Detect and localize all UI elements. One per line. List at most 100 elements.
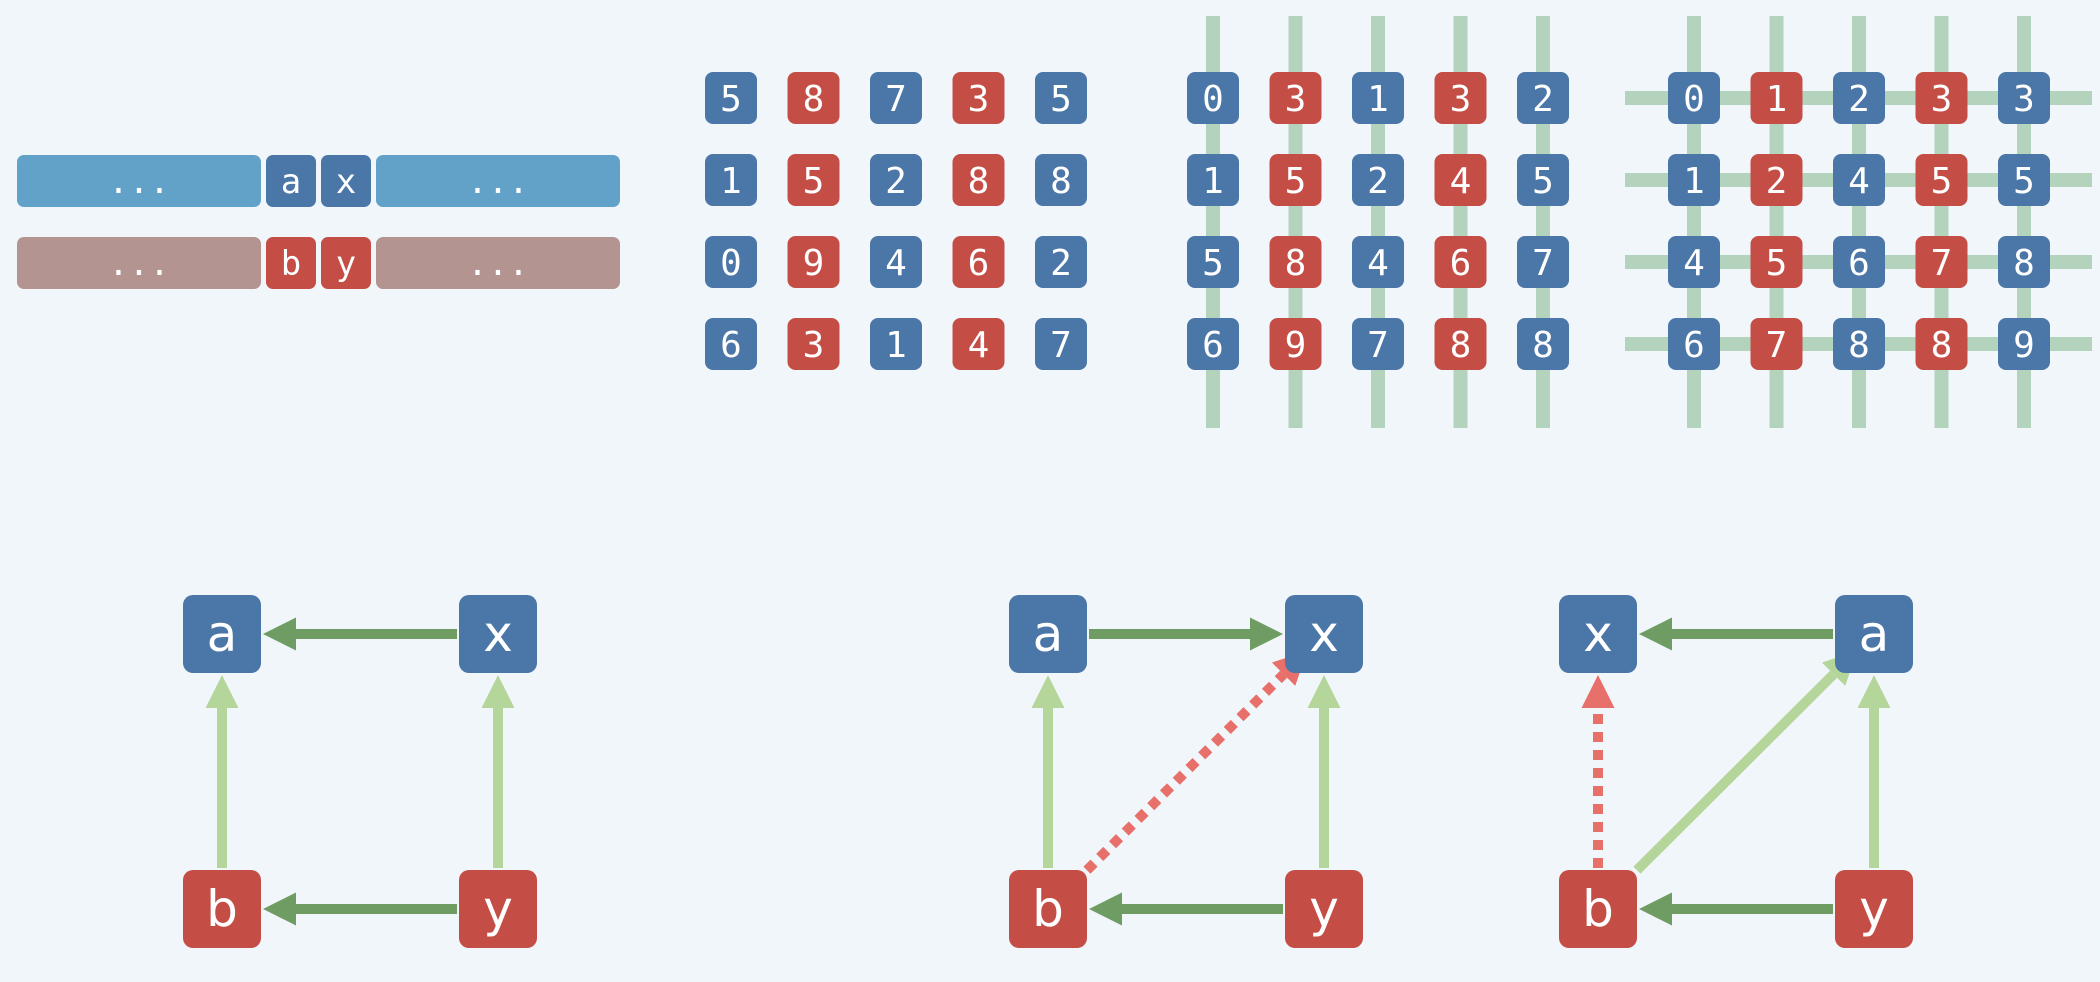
grid-cell: 2: [1035, 236, 1087, 288]
ellipsis-segment-left-box: [17, 155, 261, 207]
grid-cell: 5: [1998, 154, 2050, 206]
grid-cell-value: 1: [1202, 161, 1224, 202]
grid-cell-box: [1915, 72, 1968, 124]
grid-cell: 4: [952, 318, 1005, 370]
graph-node: a: [1835, 595, 1913, 673]
graph-node: b: [183, 870, 261, 948]
grid-cell: 8: [1035, 154, 1087, 206]
grid-cell-value: 7: [885, 79, 907, 120]
ellipsis-segment-right-box: [376, 237, 620, 289]
graph-node-label: b: [1032, 880, 1064, 938]
grid-cell-box: [1269, 236, 1322, 288]
grid-cell-value: 8: [1450, 325, 1472, 366]
grid-cell-box: [952, 236, 1005, 288]
grid-cell-box: [1668, 236, 1720, 288]
grid-cell-value: 9: [1285, 325, 1307, 366]
grid-cell-value: 0: [1683, 79, 1705, 120]
grid-cell-value: 7: [1367, 325, 1389, 366]
grid-cell: 9: [1998, 318, 2050, 370]
grid-cell: 3: [1269, 72, 1322, 124]
grid-cell-box: [1668, 154, 1720, 206]
bar-cell-box: [321, 155, 371, 207]
grid-cell-value: 4: [1683, 243, 1705, 284]
grid-cell-value: 7: [1050, 325, 1072, 366]
grid-cell: 2: [1750, 154, 1803, 206]
graph-node: y: [459, 870, 537, 948]
grid-cell: 2: [1833, 72, 1885, 124]
grid-cell: 3: [787, 318, 840, 370]
grid-cell-box: [1998, 318, 2050, 370]
grid-cell: 4: [1668, 236, 1720, 288]
grid-cell: 1: [705, 154, 757, 206]
graph-node: b: [1559, 870, 1637, 948]
grid-cell-box: [1668, 72, 1720, 124]
grid-cell: 4: [1434, 154, 1487, 206]
graph-node-label: a: [1859, 605, 1890, 663]
ellipsis-segment-left-label: ...: [108, 244, 169, 284]
grid-cell-box: [1035, 154, 1087, 206]
grid-cell-box: [1434, 236, 1487, 288]
grid-cell-box: [787, 72, 840, 124]
grid-cell-value: 7: [1931, 243, 1953, 284]
grid-cell-box: [952, 154, 1005, 206]
grid-cell-box: [705, 72, 757, 124]
grid-cell-value: 3: [2013, 79, 2035, 120]
grid-cell-box: [1750, 72, 1803, 124]
grid-cell-box: [787, 236, 840, 288]
grid-cell-value: 1: [885, 325, 907, 366]
grid-cell-box: [870, 154, 922, 206]
grid-cell: 8: [1915, 318, 1968, 370]
graph-node: y: [1285, 870, 1363, 948]
bar-cell-box: [321, 237, 371, 289]
grid-cell: 4: [870, 236, 922, 288]
ellipsis-segment-left-box: [17, 237, 261, 289]
grid-cell-value: 1: [1766, 79, 1788, 120]
graph-node-label: x: [483, 605, 513, 663]
bar-cell-label: b: [281, 244, 301, 284]
bar-cell-box: [266, 155, 316, 207]
grid-cell-box: [1035, 72, 1087, 124]
graph-node-label: a: [1033, 605, 1064, 663]
grid-cell-box: [1833, 154, 1885, 206]
grid-cell: 5: [1915, 154, 1968, 206]
graph-node-box: [183, 870, 261, 948]
graph-node-box: [183, 595, 261, 673]
grid-cell-box: [1915, 318, 1968, 370]
graph-node-label: y: [483, 880, 513, 938]
graph-node-box: [459, 870, 537, 948]
grid-cell: 7: [1352, 318, 1404, 370]
grid-cell: 8: [1833, 318, 1885, 370]
grid-cell-value: 1: [1683, 161, 1705, 202]
grid-cell-value: 2: [1766, 161, 1788, 202]
grid-cell-value: 3: [1931, 79, 1953, 120]
grid-cell-box: [1434, 318, 1487, 370]
grid-cell-box: [1352, 154, 1404, 206]
grid-cell: 1: [1668, 154, 1720, 206]
grid-cell-box: [1035, 318, 1087, 370]
grid-cell: 5: [1035, 72, 1087, 124]
grid-cell: 2: [1352, 154, 1404, 206]
grid-cell-box: [1833, 72, 1885, 124]
grid-cell-box: [952, 72, 1005, 124]
grid-cell-box: [1750, 154, 1803, 206]
grid-cell-box: [1434, 72, 1487, 124]
grid-cell-value: 1: [720, 161, 742, 202]
grid-cell-box: [1187, 318, 1239, 370]
grid-cell-value: 4: [1367, 243, 1389, 284]
grid-cell: 8: [1434, 318, 1487, 370]
grid-cell-box: [1998, 154, 2050, 206]
grid-cell-value: 4: [885, 243, 907, 284]
graph-node: a: [1009, 595, 1087, 673]
grid-cell: 0: [1187, 72, 1239, 124]
grid-cell: 6: [1668, 318, 1720, 370]
bar-cell-label: x: [336, 162, 356, 202]
grid-cell: 3: [1915, 72, 1968, 124]
grid-cell-box: [705, 318, 757, 370]
grid-cell: 5: [1750, 236, 1803, 288]
grid-cell-value: 3: [803, 325, 825, 366]
grid-cell-box: [870, 318, 922, 370]
graph-node: b: [1009, 870, 1087, 948]
ellipsis-segment-left-label: ...: [108, 162, 169, 202]
